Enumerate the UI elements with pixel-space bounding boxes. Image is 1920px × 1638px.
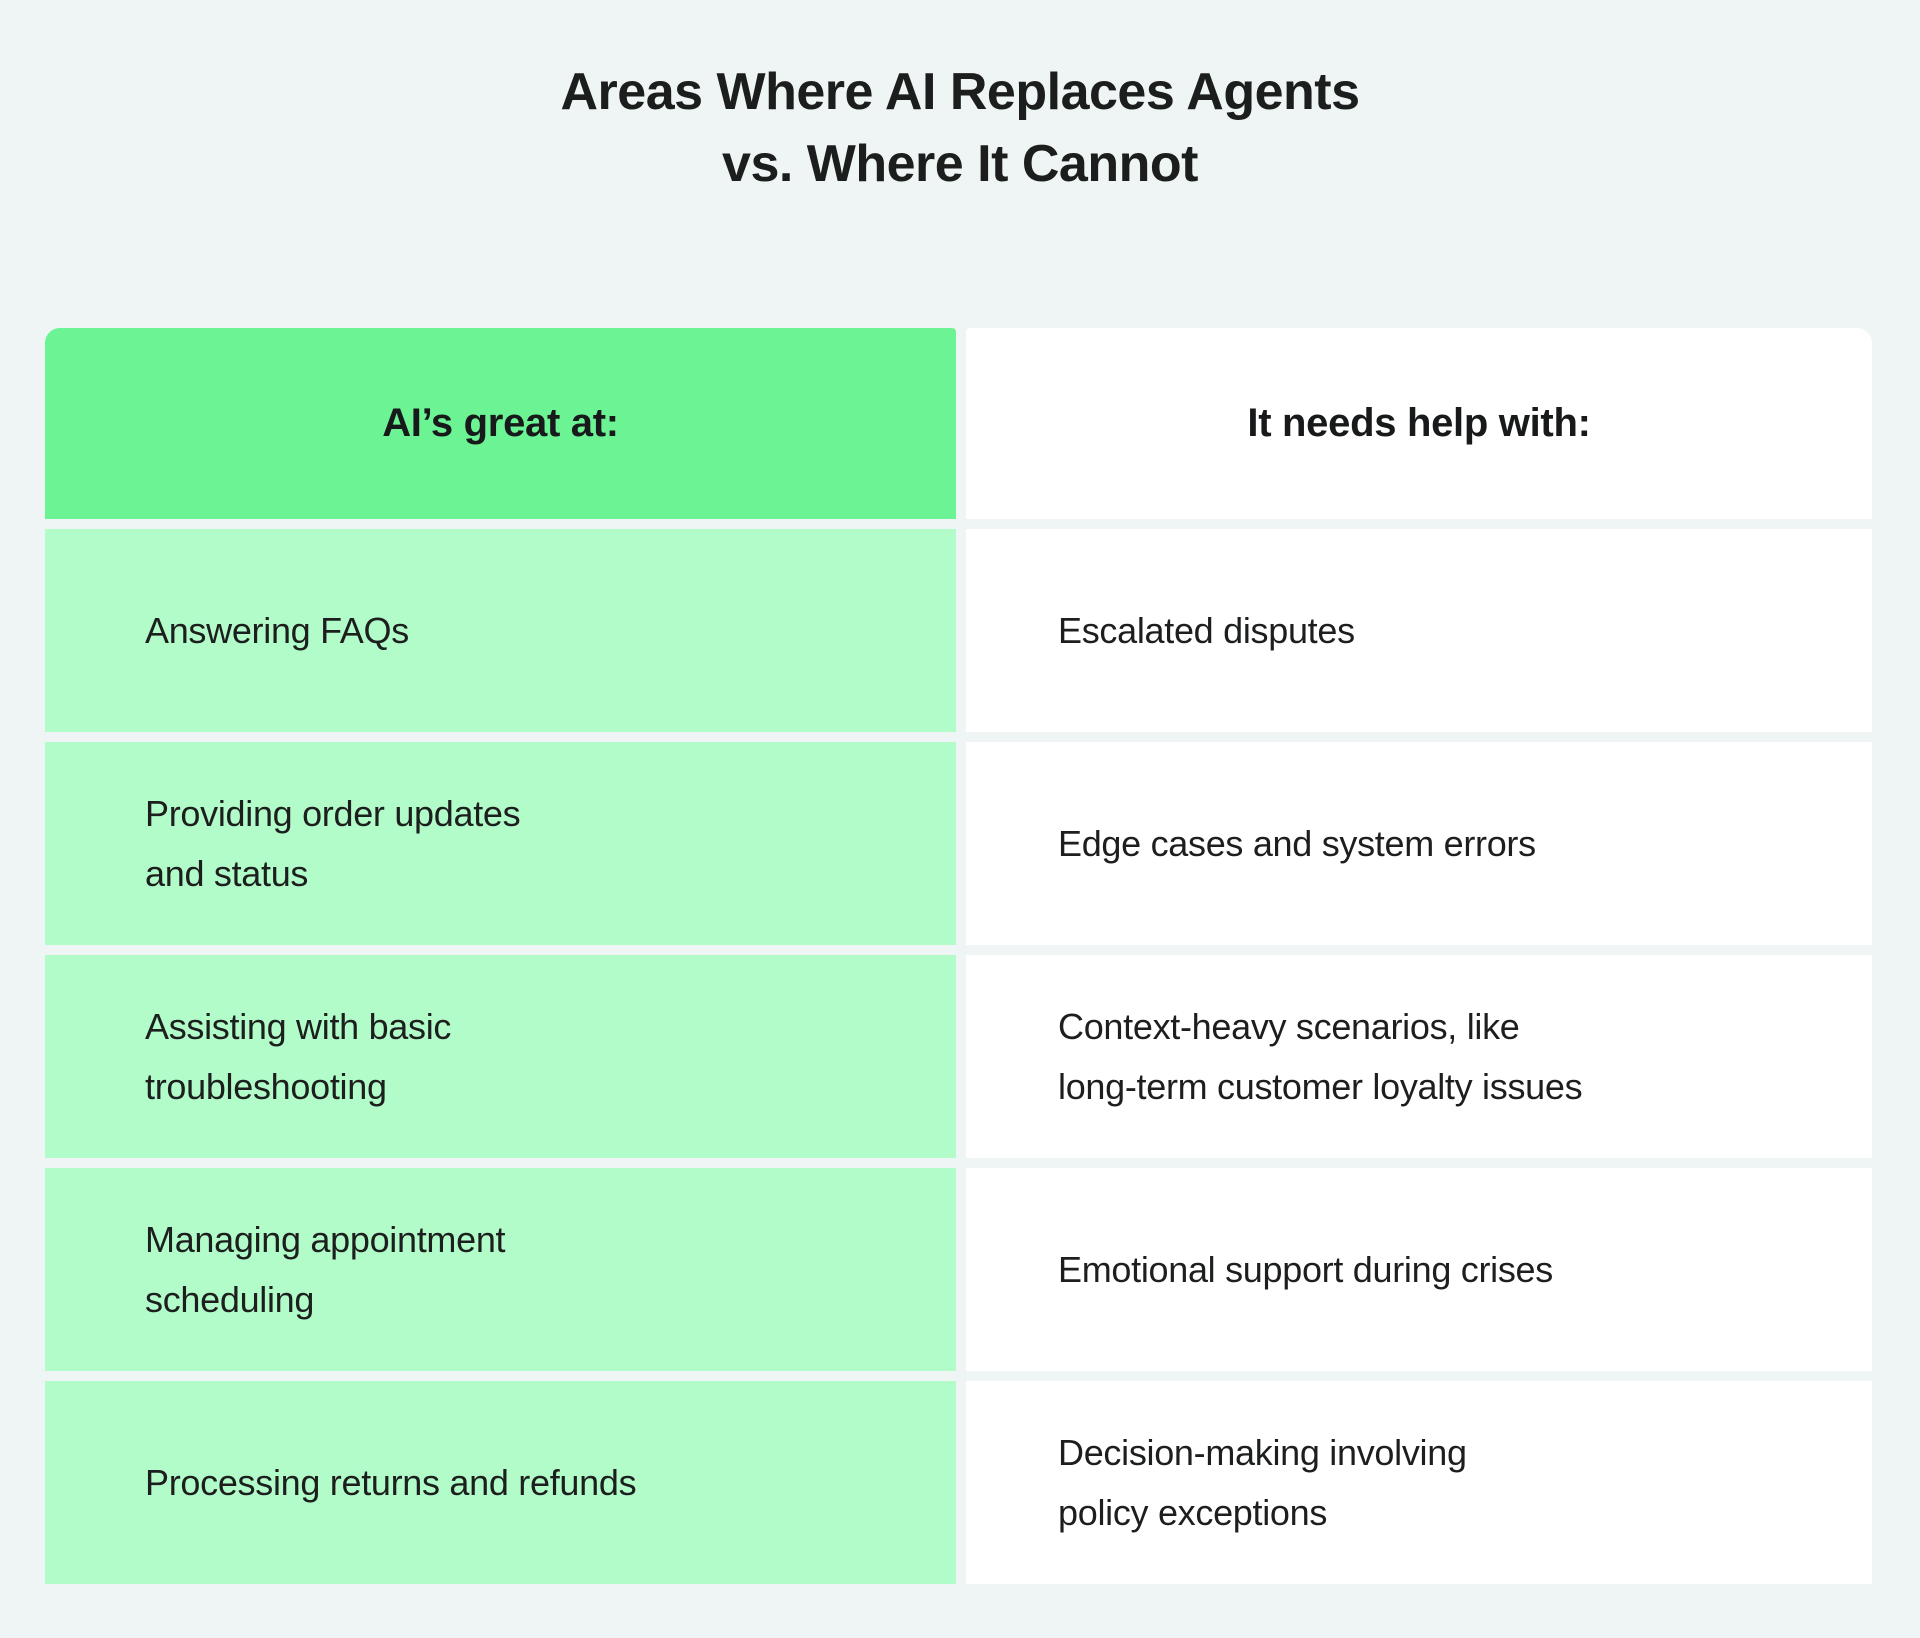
cell-text: Decision-making involving policy excepti…: [1058, 1431, 1467, 1533]
header-cell-needs-help: It needs help with:: [966, 328, 1872, 519]
cell-text: Escalated disputes: [1058, 609, 1355, 651]
table-row: Managing appointment scheduling Emotiona…: [45, 1168, 1872, 1371]
help-cell-escalated-disputes: Escalated disputes: [966, 529, 1872, 732]
ai-cell-order-updates: Providing order updates and status: [45, 742, 956, 945]
table-row: Providing order updates and status Edge …: [45, 742, 1872, 945]
page-title-line-2: vs. Where It Cannot: [722, 135, 1198, 193]
cell-text: Providing order updates and status: [145, 792, 521, 894]
table-row: Processing returns and refunds Decision-…: [45, 1381, 1872, 1584]
ai-cell-appointment-scheduling: Managing appointment scheduling: [45, 1168, 956, 1371]
comparison-table: AI’s great at: It needs help with: Answe…: [45, 328, 1872, 1584]
help-cell-emotional-support: Emotional support during crises: [966, 1168, 1872, 1371]
page-title-line-1: Areas Where AI Replaces Agents: [560, 63, 1361, 121]
cell-text: Processing returns and refunds: [145, 1461, 637, 1503]
cell-text: Managing appointment scheduling: [145, 1218, 506, 1320]
table-header-row: AI’s great at: It needs help with:: [45, 328, 1872, 519]
table-row: Assisting with basic troubleshooting Con…: [45, 955, 1872, 1158]
help-cell-context-heavy: Context-heavy scenarios, like long-term …: [966, 955, 1872, 1158]
page-title: Areas Where AI Replaces Agents vs. Where…: [0, 0, 1920, 200]
ai-cell-basic-troubleshooting: Assisting with basic troubleshooting: [45, 955, 956, 1158]
cell-text: Edge cases and system errors: [1058, 822, 1536, 864]
header-label-needs-help: It needs help with:: [1247, 401, 1591, 445]
cell-text: Emotional support during crises: [1058, 1248, 1553, 1290]
header-label-ai-great-at: AI’s great at:: [382, 401, 619, 445]
help-cell-edge-cases: Edge cases and system errors: [966, 742, 1872, 945]
cell-text: Context-heavy scenarios, like long-term …: [1058, 1005, 1583, 1107]
help-cell-policy-exceptions: Decision-making involving policy excepti…: [966, 1381, 1872, 1584]
ai-cell-returns-refunds: Processing returns and refunds: [45, 1381, 956, 1584]
table-row: Answering FAQs Escalated disputes: [45, 529, 1872, 732]
cell-text: Assisting with basic troubleshooting: [145, 1005, 452, 1107]
header-cell-ai-great-at: AI’s great at:: [45, 328, 956, 519]
ai-cell-answering-faqs: Answering FAQs: [45, 529, 956, 732]
cell-text: Answering FAQs: [145, 609, 409, 651]
